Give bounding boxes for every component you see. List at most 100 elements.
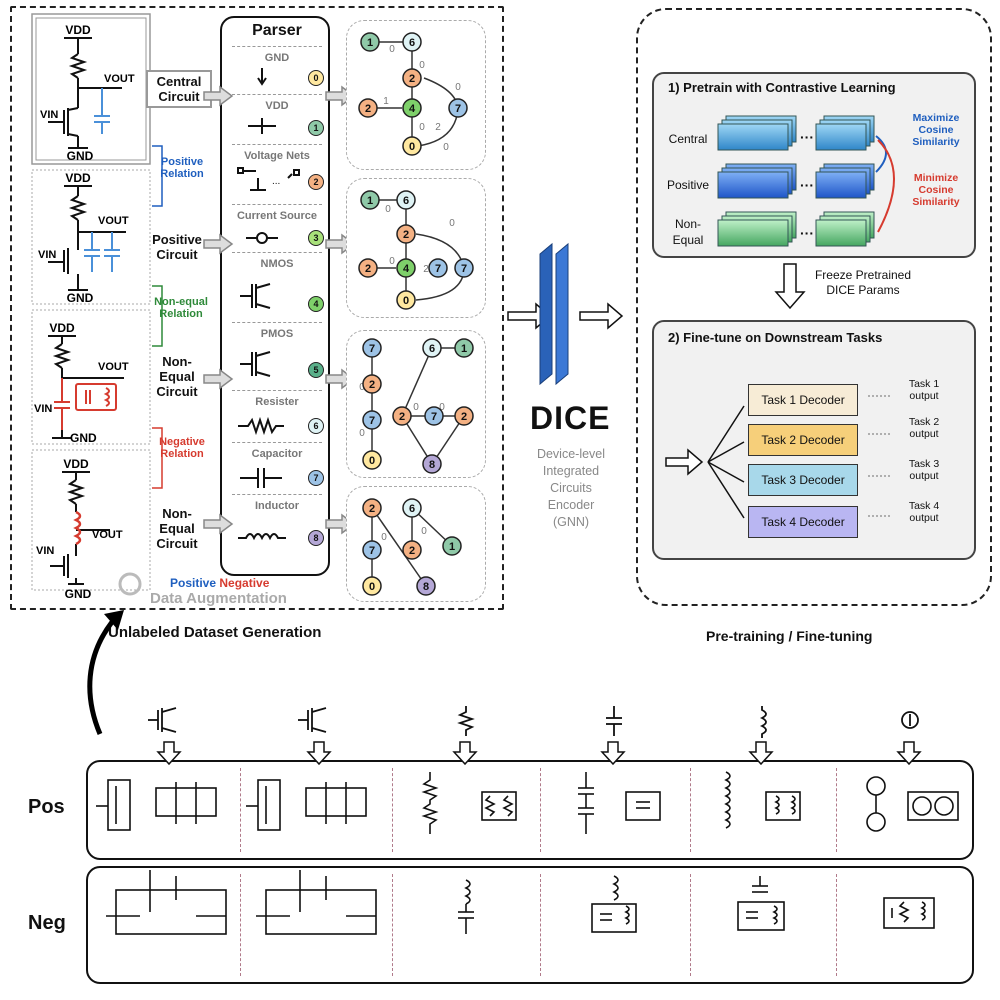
svg-text:8: 8 bbox=[423, 581, 429, 593]
minimize-cosine-label: Minimize Cosine Similarity bbox=[912, 172, 960, 208]
dice-desc-line-5: (GNN) bbox=[552, 515, 590, 529]
parser-item-nmos: NMOS bbox=[260, 258, 294, 270]
svg-text:VIN: VIN bbox=[36, 545, 54, 557]
svg-text:GND: GND bbox=[67, 149, 94, 163]
task4-output: Task 4 output bbox=[908, 500, 940, 524]
parser-item-pmos: PMOS bbox=[260, 328, 294, 340]
svg-text:0: 0 bbox=[389, 256, 395, 267]
svg-text:2: 2 bbox=[369, 503, 375, 515]
badge-2: 2 bbox=[308, 174, 324, 190]
pretrain-finetune-caption: Pre-training / Fine-tuning bbox=[706, 628, 873, 644]
svg-text:VIN: VIN bbox=[38, 249, 56, 261]
positive-circuit-label: Positive Circuit bbox=[152, 232, 202, 262]
svg-text:0: 0 bbox=[385, 204, 391, 215]
svg-text:7: 7 bbox=[461, 263, 467, 275]
svg-text:0: 0 bbox=[443, 142, 449, 153]
row-positive-label: Positive bbox=[666, 178, 710, 192]
task1-output: Task 1 output bbox=[908, 378, 940, 402]
badge-5: 5 bbox=[308, 362, 324, 378]
svg-text:GND: GND bbox=[70, 431, 97, 445]
svg-text:0: 0 bbox=[439, 402, 445, 413]
badge-8: 8 bbox=[308, 530, 324, 546]
svg-text:1: 1 bbox=[367, 37, 373, 49]
dice-title: DICE bbox=[530, 400, 611, 436]
svg-text:8: 8 bbox=[429, 459, 435, 471]
svg-text:0: 0 bbox=[413, 402, 419, 413]
svg-text:0: 0 bbox=[381, 532, 387, 543]
task3-decoder: Task 3 Decoder bbox=[748, 464, 858, 496]
badge-4: 4 bbox=[308, 296, 324, 312]
row-central-label: Central bbox=[668, 132, 708, 146]
neg-label: Neg bbox=[28, 912, 66, 934]
freeze-arrow bbox=[774, 263, 806, 310]
curved-up-arrow bbox=[87, 610, 124, 735]
svg-text:2: 2 bbox=[461, 411, 467, 423]
svg-text:6: 6 bbox=[429, 343, 435, 355]
svg-text:0: 0 bbox=[419, 122, 425, 133]
row-nonequal-line-1: Non- bbox=[674, 217, 701, 231]
svg-text:VDD: VDD bbox=[49, 321, 75, 335]
task2-decoder: Task 2 Decoder bbox=[748, 424, 858, 456]
svg-text:0: 0 bbox=[449, 218, 455, 229]
parser-title: Parser bbox=[252, 22, 302, 39]
svg-text:...: ... bbox=[272, 176, 280, 187]
svg-text:7: 7 bbox=[369, 415, 375, 427]
svg-text:2: 2 bbox=[403, 229, 409, 241]
pos-label: Pos bbox=[28, 796, 65, 818]
parser-item-inductor: Inductor bbox=[255, 500, 299, 512]
dice-desc-line-3: Circuits bbox=[550, 481, 592, 495]
svg-text:0: 0 bbox=[419, 60, 425, 71]
svg-text:VIN: VIN bbox=[40, 109, 58, 121]
nonequal-circuit-label-2: Non-Equal Circuit bbox=[156, 506, 198, 551]
parser-item-gnd: GND bbox=[264, 52, 290, 64]
augmentation-examples bbox=[96, 706, 959, 935]
svg-text:7: 7 bbox=[435, 263, 441, 275]
neg-row bbox=[86, 866, 974, 984]
badge-6: 6 bbox=[308, 418, 324, 434]
pretrain-title: 1) Pretrain with Contrastive Learning bbox=[668, 80, 896, 95]
svg-text:7: 7 bbox=[369, 343, 375, 355]
pos-row bbox=[86, 760, 974, 860]
nonequal-relation-label: Non-equal Relation bbox=[154, 296, 208, 320]
svg-text:6: 6 bbox=[409, 503, 415, 515]
svg-text:1: 1 bbox=[367, 195, 373, 207]
svg-text:···: ··· bbox=[800, 177, 814, 193]
parser-item-vdd: VDD bbox=[265, 100, 289, 112]
svg-text:2: 2 bbox=[399, 411, 405, 423]
svg-text:2: 2 bbox=[435, 122, 441, 133]
row-nonequal-label: Non- Equal bbox=[664, 216, 712, 248]
svg-text:0: 0 bbox=[359, 382, 365, 393]
svg-text:2: 2 bbox=[423, 264, 429, 275]
device-symbols: ... bbox=[237, 68, 300, 541]
svg-text:···: ··· bbox=[800, 129, 814, 145]
dice-encoder-graphic bbox=[507, 242, 624, 386]
svg-text:VOUT: VOUT bbox=[98, 215, 129, 227]
dataset-generation-panel bbox=[10, 6, 504, 610]
svg-text:GND: GND bbox=[67, 291, 94, 305]
row-nonequal-line-2: Equal bbox=[672, 233, 704, 247]
svg-text:1: 1 bbox=[383, 96, 389, 107]
svg-text:VIN: VIN bbox=[34, 403, 52, 415]
nonequal-circuit-label-1: Non-Equal Circuit bbox=[156, 354, 198, 399]
parser-item-resister: Resister bbox=[255, 396, 299, 408]
svg-text:0: 0 bbox=[359, 428, 365, 439]
central-circuit-label: Central Circuit bbox=[146, 70, 212, 108]
svg-text:VDD: VDD bbox=[63, 457, 89, 471]
parser-arrows bbox=[203, 85, 356, 535]
svg-text:6: 6 bbox=[409, 37, 415, 49]
embedding-stacks: ········· bbox=[717, 115, 895, 247]
freeze-params-label: Freeze Pretrained DICE Params bbox=[814, 268, 912, 297]
svg-text:7: 7 bbox=[369, 545, 375, 557]
dice-desc-line-4: Encoder bbox=[547, 498, 595, 512]
svg-text:VOUT: VOUT bbox=[92, 529, 123, 541]
svg-text:0: 0 bbox=[389, 44, 395, 55]
pretrain-box bbox=[652, 72, 976, 258]
parser-panel: Parser GND VDD Voltage Nets Current Sour… bbox=[220, 16, 330, 576]
svg-text:0: 0 bbox=[455, 82, 461, 93]
parser-item-voltage-nets: Voltage Nets bbox=[244, 150, 310, 162]
svg-text:6: 6 bbox=[403, 195, 409, 207]
svg-text:GND: GND bbox=[65, 587, 92, 601]
svg-text:2: 2 bbox=[365, 263, 371, 275]
svg-text:1: 1 bbox=[449, 541, 455, 553]
